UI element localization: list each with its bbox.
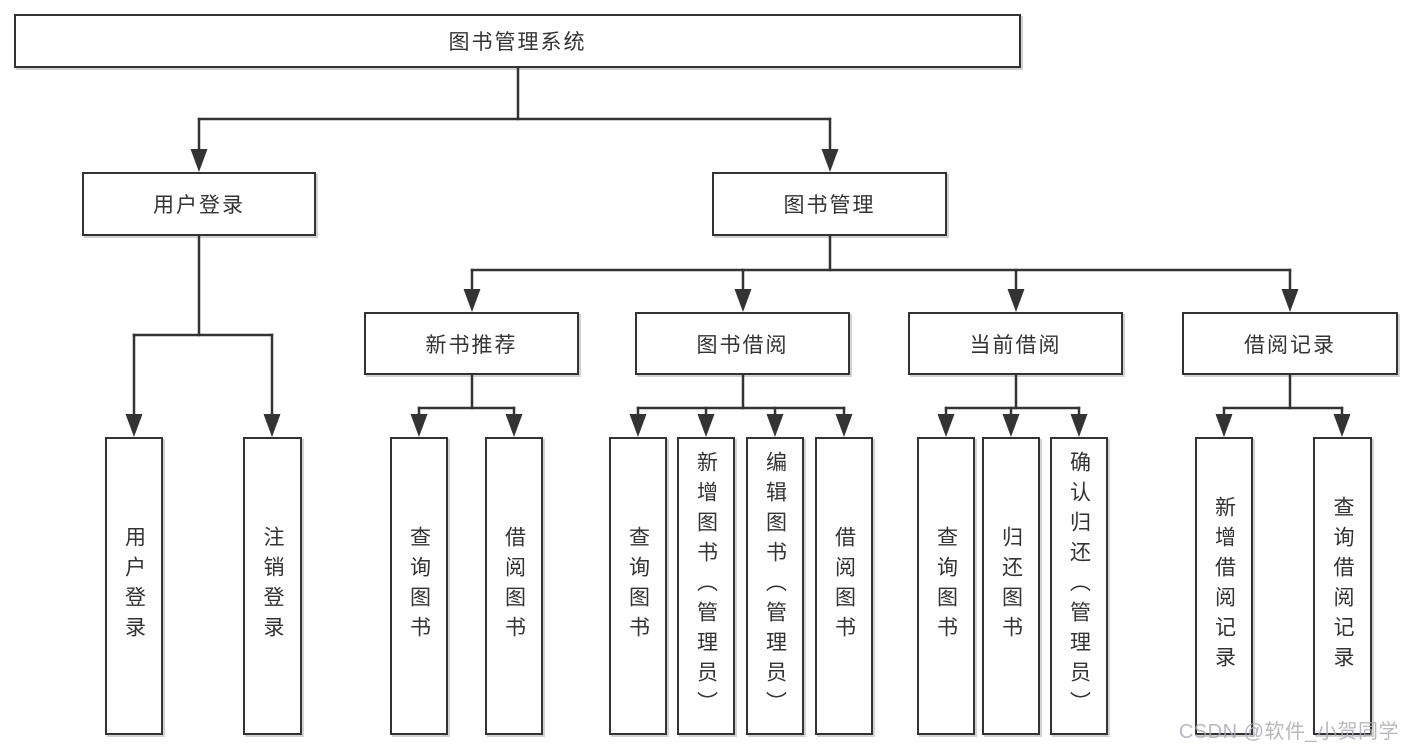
node-label: 用户登录 [153, 194, 245, 217]
leaf-query-borrow-record: 查询借阅记录 [1313, 437, 1372, 735]
leaf-query-books-borrowing: 查询图书 [609, 437, 667, 735]
csdn-watermark: CSDN @软件_小贺同学 [1178, 721, 1399, 743]
node-label: 图书管理系统 [448, 31, 587, 54]
leaf-add-borrow-record: 新增借阅记录 [1195, 437, 1253, 735]
leaf-borrow-books-recommend: 借阅图书 [485, 437, 543, 735]
node-label: 图书借阅 [696, 333, 789, 357]
leaf-query-books-current: 查询图书 [917, 437, 975, 735]
node-book-borrowing: 图书借阅 [635, 312, 850, 375]
node-current-borrowing: 当前借阅 [908, 312, 1123, 375]
leaf-confirm-return-admin: 确认归还（管理员） [1050, 437, 1108, 735]
node-label: 借阅记录 [1244, 333, 1336, 357]
node-new-book-recommendation: 新书推荐 [364, 312, 579, 375]
leaf-logout: 注销登录 [243, 437, 302, 735]
node-label: 当前借阅 [969, 333, 1062, 357]
leaf-query-books-recommend: 查询图书 [390, 437, 448, 735]
node-borrowing-records: 借阅记录 [1182, 312, 1398, 375]
node-user-login: 用户登录 [82, 172, 316, 236]
leaf-user-login: 用户登录 [105, 437, 163, 735]
node-label: 图书管理 [783, 194, 876, 217]
leaf-return-books: 归还图书 [982, 437, 1040, 735]
node-label: 新书推荐 [425, 333, 518, 357]
leaf-add-books-admin: 新增图书（管理员） [677, 437, 735, 735]
arrowheads [125, 149, 1351, 437]
node-book-management: 图书管理 [712, 172, 947, 236]
leaf-borrow-books-borrowing: 借阅图书 [815, 437, 873, 735]
leaf-edit-books-admin: 编辑图书（管理员） [746, 437, 804, 735]
node-library-management-system: 图书管理系统 [14, 14, 1021, 68]
